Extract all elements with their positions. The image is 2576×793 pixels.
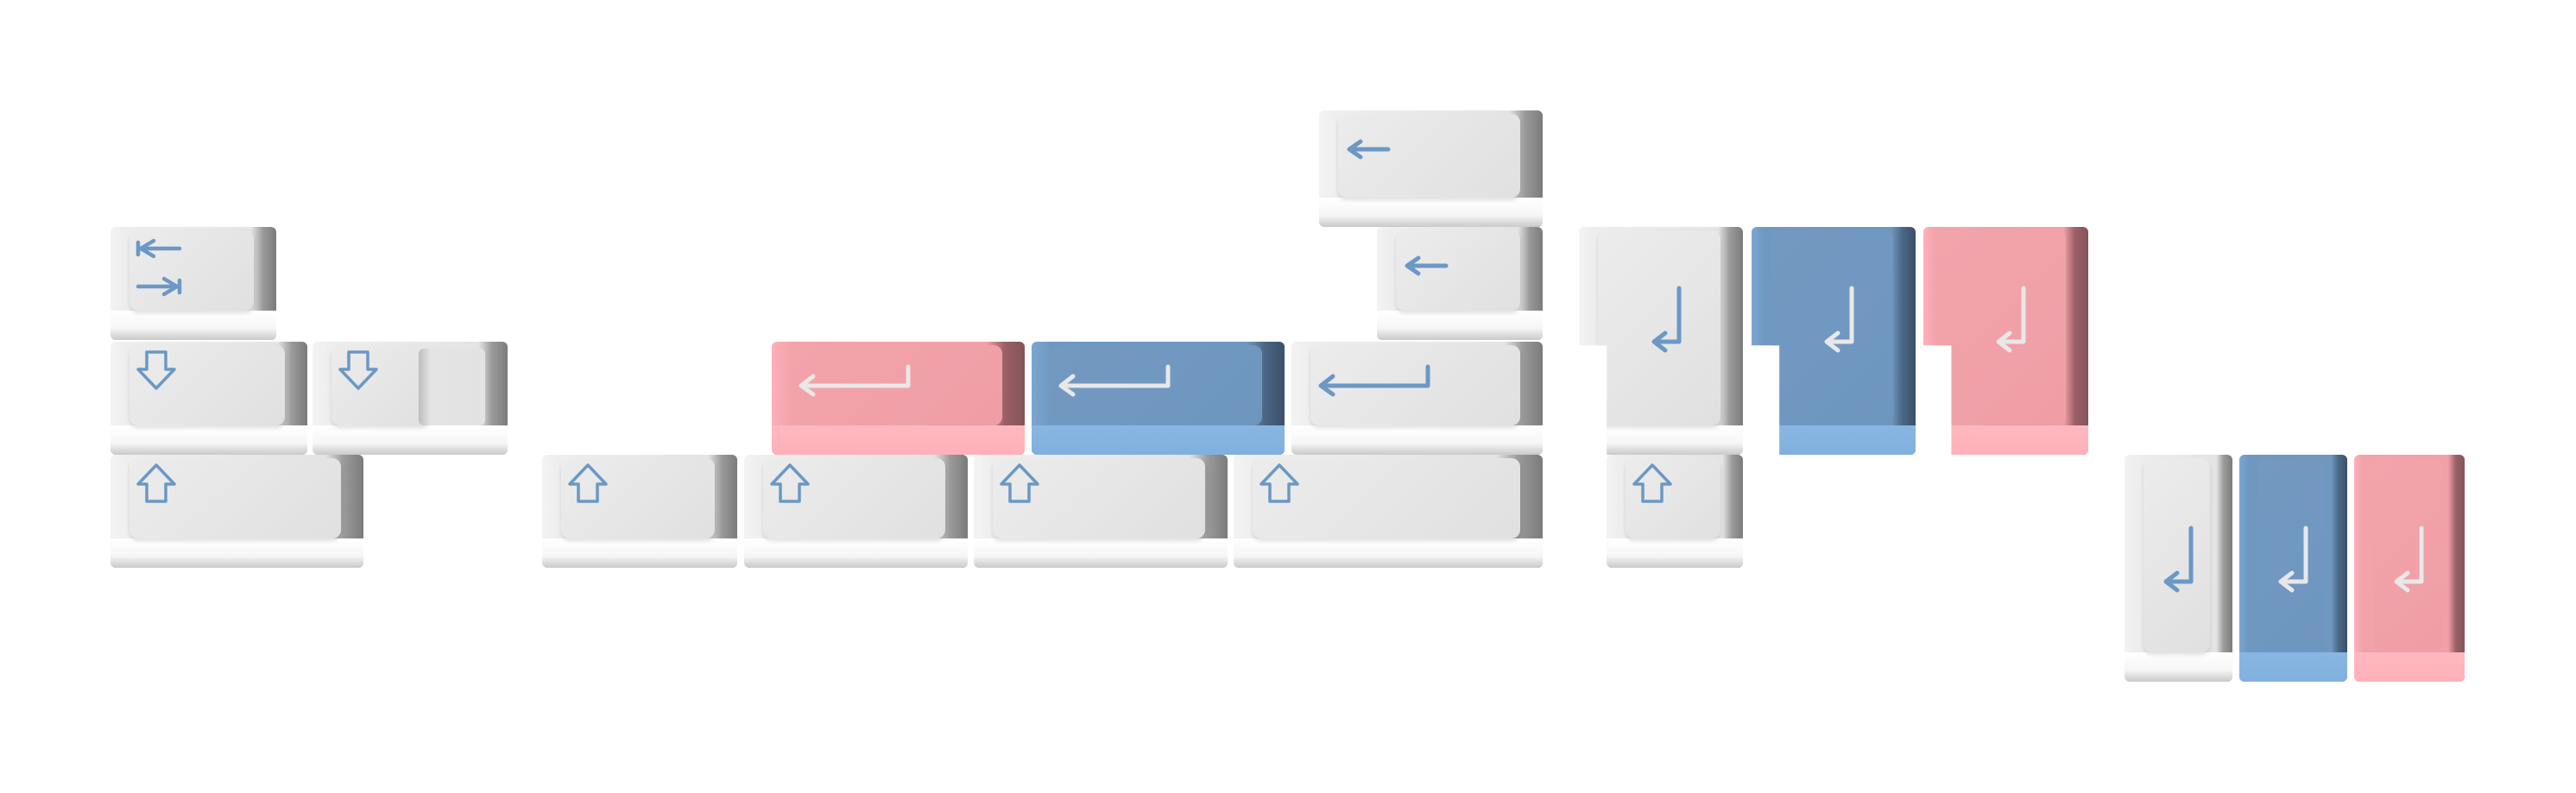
- caps-down-key: [110, 342, 307, 455]
- keycap-top-face: [1598, 230, 1720, 425]
- backspace-icon: [1347, 138, 1391, 160]
- keycap-top-face: [1338, 114, 1520, 198]
- keycap-step: [419, 349, 485, 425]
- keycap-top-face: [2144, 458, 2210, 652]
- keycap-top-face: [561, 458, 715, 538]
- iso-enter-key-white: [1579, 227, 1743, 455]
- short-shift-key: [1607, 455, 1743, 568]
- shift-key-3: [974, 455, 1228, 568]
- vertical-enter-key-blue: [2239, 455, 2347, 682]
- enter-key-pink: [772, 342, 1025, 455]
- return-icon: [2278, 526, 2309, 593]
- shift-key-2: [744, 455, 968, 568]
- keycap-top-face: [1942, 230, 2066, 425]
- keycap-top-face: [763, 458, 945, 538]
- keycap-top-face: [1253, 458, 1520, 538]
- return-icon: [1651, 286, 1683, 353]
- keycap-top-face: [2258, 458, 2325, 652]
- return-icon: [2394, 526, 2425, 593]
- down-arrow-icon: [136, 350, 176, 390]
- down-arrow-icon: [338, 350, 378, 390]
- enter-key-blue: [1032, 342, 1285, 455]
- return-icon: [1996, 286, 2027, 353]
- keycap-top-face: [2373, 458, 2442, 652]
- stepped-caps-down-key: [313, 342, 508, 455]
- left-shift-key: [110, 455, 363, 568]
- return-icon: [2163, 526, 2194, 593]
- shift-icon: [1632, 463, 1672, 503]
- shift-icon: [1260, 463, 1299, 503]
- enter-icon: [798, 364, 912, 397]
- shift-key-4: [1234, 455, 1543, 568]
- backspace-icon: [1405, 255, 1449, 277]
- shift-icon: [1000, 463, 1039, 503]
- iso-enter-key-pink: [1923, 227, 2088, 455]
- enter-key-white: [1291, 342, 1543, 455]
- shift-icon: [136, 463, 176, 503]
- shift-icon: [568, 463, 608, 503]
- enter-icon: [1058, 364, 1171, 397]
- iso-enter-key-blue: [1752, 227, 1916, 455]
- shift-icon: [770, 463, 810, 503]
- tab-icon: [136, 237, 182, 298]
- tab-key: [110, 227, 276, 340]
- backspace-key-2u: [1319, 110, 1543, 227]
- shift-key-1: [542, 455, 737, 568]
- enter-icon: [1317, 364, 1431, 397]
- vertical-enter-key-white: [2125, 455, 2232, 682]
- return-icon: [1824, 286, 1855, 353]
- keycap-top-face: [1771, 230, 1893, 425]
- backspace-key-1-5u: [1377, 227, 1543, 340]
- vertical-enter-key-pink: [2354, 455, 2465, 682]
